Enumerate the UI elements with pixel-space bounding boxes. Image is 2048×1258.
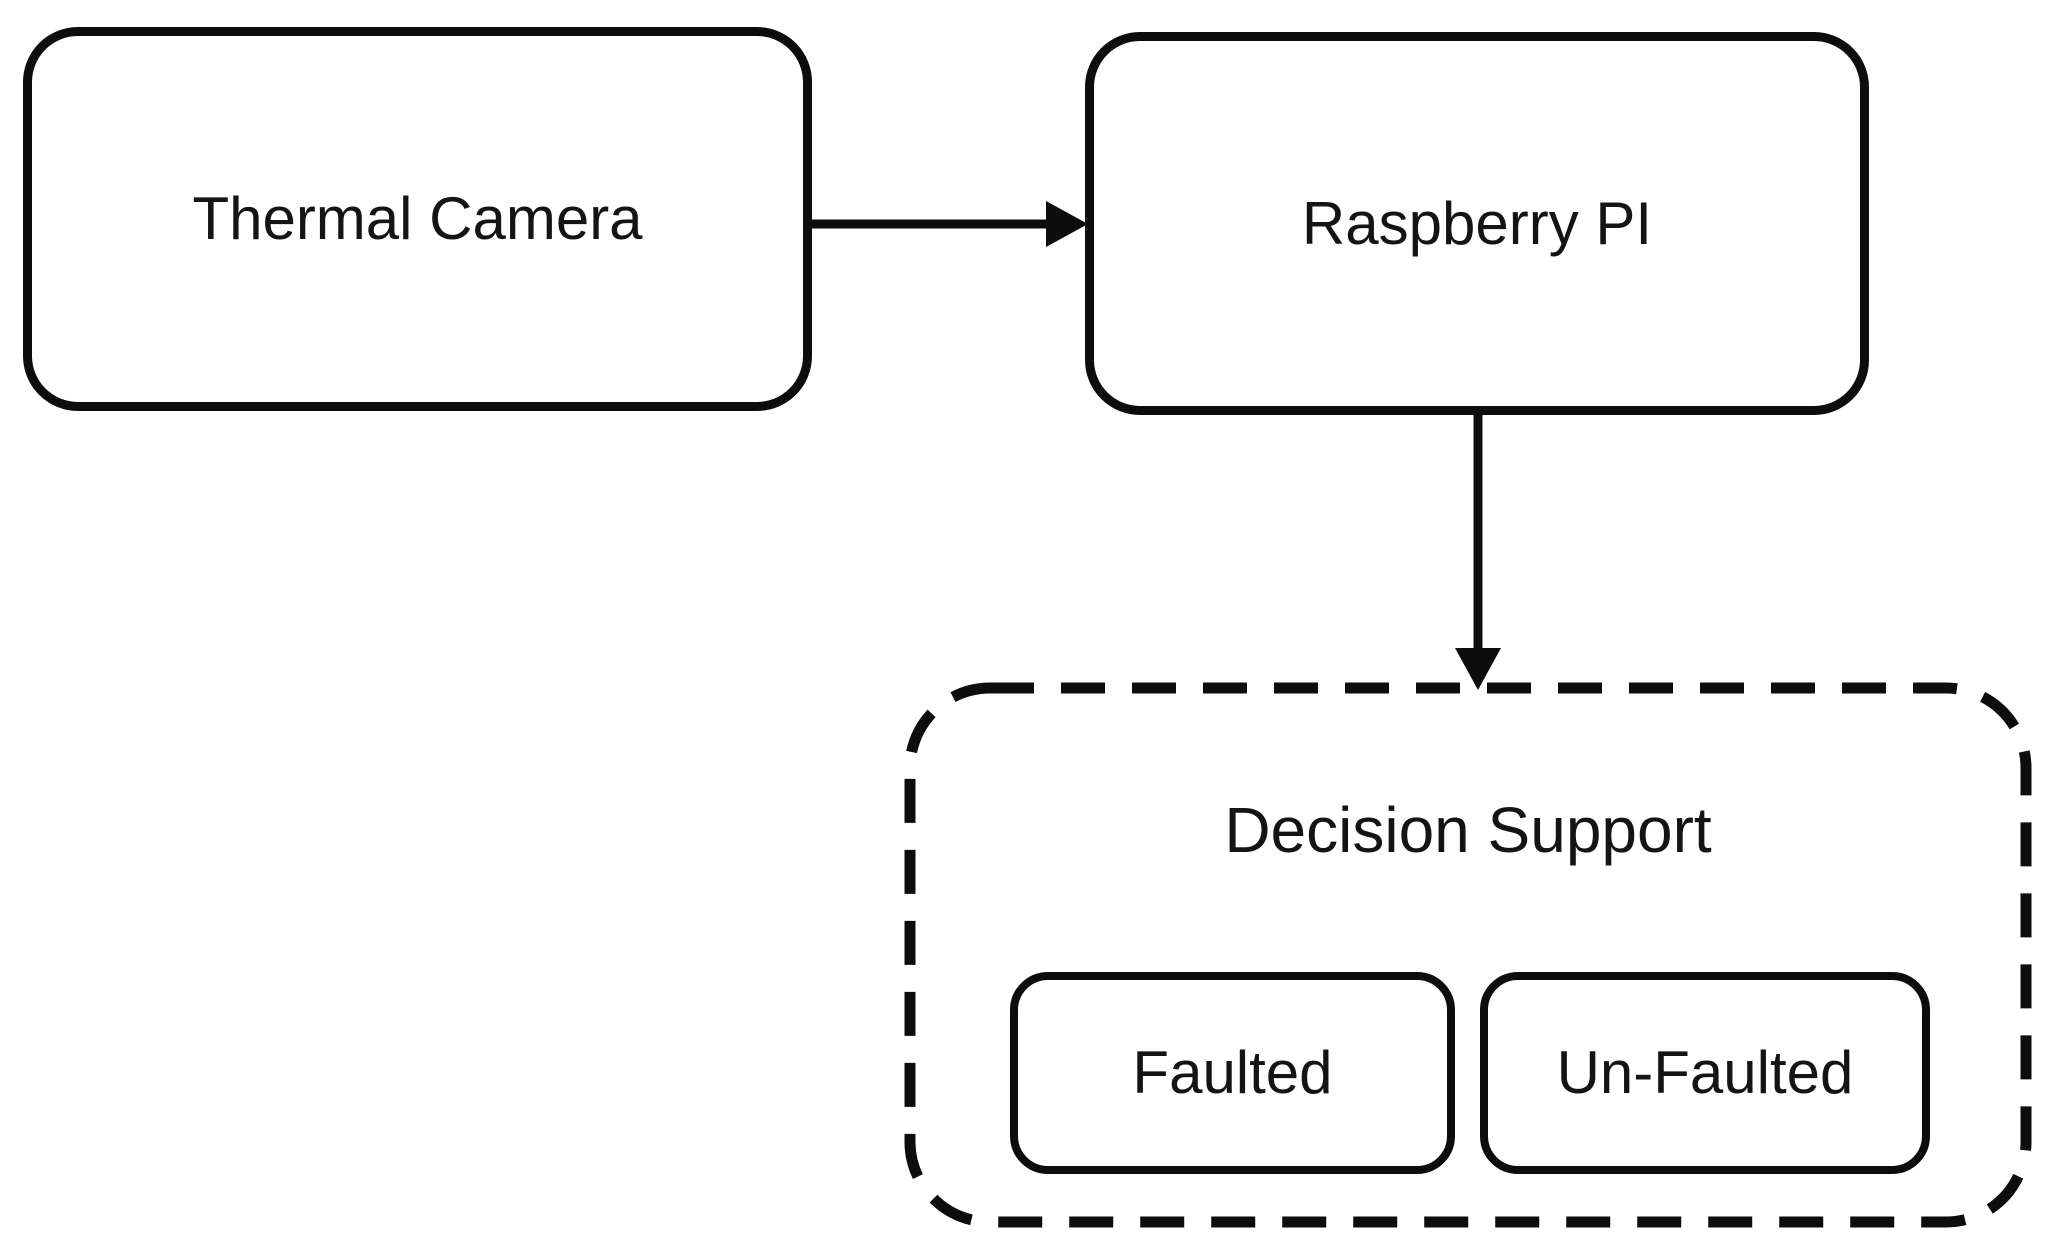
decision-support-dashed-border bbox=[904, 682, 2032, 1228]
arrow-head-down-icon bbox=[1455, 648, 1501, 690]
decision-support-group-label: Decision Support bbox=[1224, 794, 1712, 866]
node-raspberry-pi: Raspberry PI bbox=[1085, 32, 1869, 415]
arrow-thermal-to-raspberry bbox=[810, 201, 1088, 247]
arrow-raspberry-to-decision bbox=[1455, 413, 1501, 690]
node-faulted: Faulted bbox=[1010, 972, 1455, 1174]
faulted-label: Faulted bbox=[1132, 1039, 1333, 1106]
arrow-head-right-icon bbox=[1046, 201, 1088, 247]
raspberry-pi-label: Raspberry PI bbox=[1301, 189, 1653, 257]
node-thermal-camera: Thermal Camera bbox=[23, 27, 812, 411]
node-un-faulted: Un-Faulted bbox=[1480, 972, 1930, 1174]
thermal-camera-label: Thermal Camera bbox=[192, 185, 643, 252]
un-faulted-label: Un-Faulted bbox=[1556, 1039, 1854, 1106]
